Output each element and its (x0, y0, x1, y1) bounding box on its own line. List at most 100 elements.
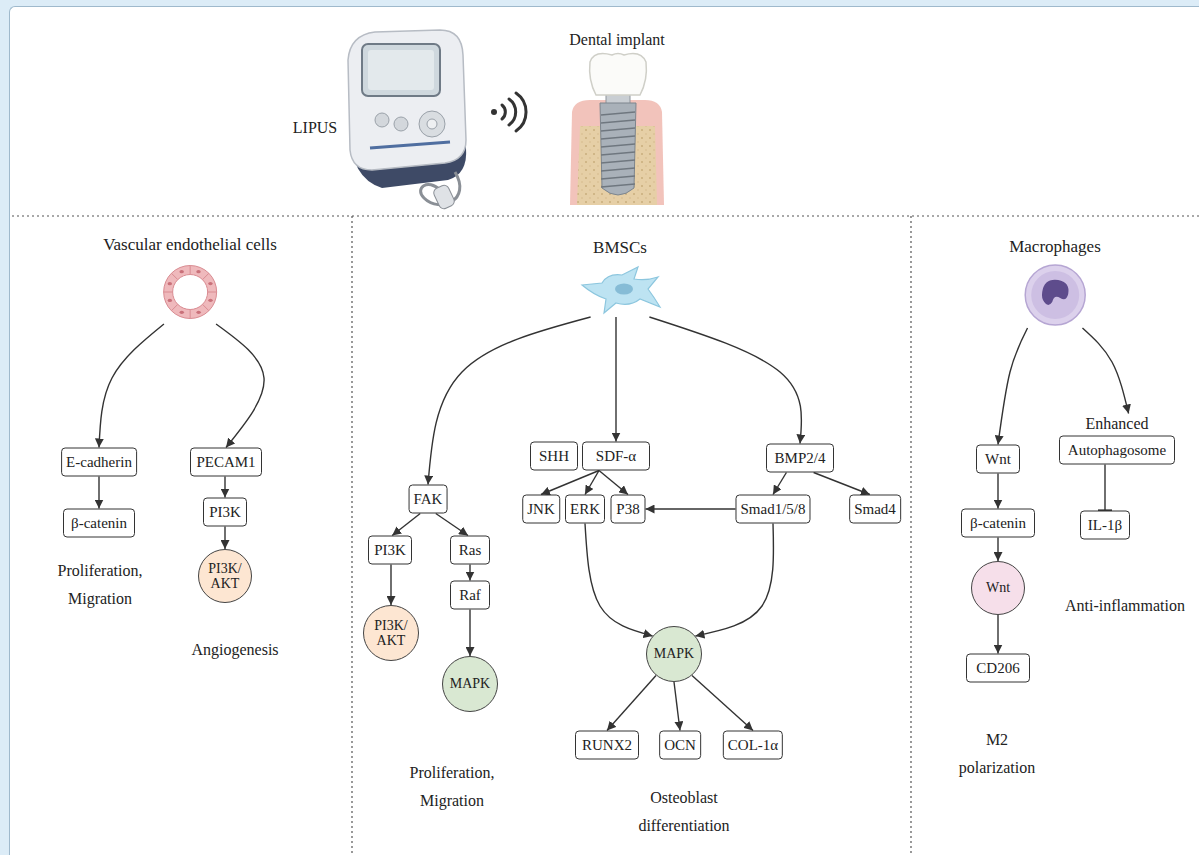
node-text: PECAM1 (195, 453, 257, 472)
arrow-connector (674, 682, 680, 731)
arrow-connector (997, 538, 998, 562)
process-box: FAK (409, 485, 448, 514)
arrow-connector (814, 473, 870, 495)
node-text: ERK (570, 500, 600, 519)
annotation-label: M2 polarization (951, 726, 1043, 782)
node-text: CD206 (971, 659, 1025, 678)
process-box: β-catenin (961, 509, 1035, 538)
arrow-connector (1082, 328, 1128, 414)
node-text: JNK (527, 500, 555, 519)
annotation-label: Proliferation, Migration (396, 759, 508, 815)
process-box: β-catenin (63, 509, 135, 538)
node-text: β-catenin (68, 514, 130, 533)
annotation-label: LIPUS (293, 114, 337, 142)
arrow-connector (607, 675, 656, 730)
node-text: PI3K/AKT (205, 561, 245, 592)
process-box: Smad1/5/8 (735, 495, 810, 524)
node-text: BMP2/4 (771, 449, 829, 468)
node-text: SDF-α (587, 447, 645, 466)
annotation-label: Angiogenesis (191, 636, 278, 664)
process-box: Ras (450, 536, 490, 565)
node-text: Smad4 (854, 500, 896, 519)
arrow-connector (98, 477, 99, 509)
node-text: PI3K (208, 503, 242, 522)
arrow-connector (469, 610, 470, 657)
node-text: Wnt (986, 580, 1010, 595)
annotation-label: Osteoblast differentiation (628, 784, 740, 840)
node-text: RUNX2 (580, 736, 634, 755)
process-box: PI3K (203, 498, 247, 527)
process-box: IL-1β (1080, 511, 1130, 540)
cell-illustration (578, 263, 662, 317)
screw-thread (601, 184, 635, 187)
arrow-connector (428, 317, 591, 485)
process-box: E-cadherin (61, 448, 137, 477)
node-text: COL-1α (728, 736, 778, 755)
node-text: Enhanced (1059, 414, 1175, 436)
screw-thread (601, 144, 635, 147)
process-box: JNK (522, 495, 560, 524)
node-text: P38 (616, 500, 641, 519)
arrow-connector (585, 524, 653, 637)
process-box: PECAM1 (190, 448, 262, 477)
cell-type-icon: Macrophages (1009, 236, 1101, 328)
node-text: Autophagosome (1059, 436, 1175, 465)
arrow-connector (997, 615, 998, 654)
node-text: Ras (455, 541, 485, 560)
process-box: EnhancedAutophagosome (1059, 414, 1175, 465)
ultrasound-wave-symbol (491, 93, 526, 131)
node-text: FAK (414, 490, 443, 509)
cell-type-icon: Vascular endothelial cells (103, 234, 277, 324)
screw-thread (601, 160, 635, 163)
arrow-connector (216, 324, 264, 448)
screw-thread (601, 136, 635, 139)
arrow-connector (585, 471, 599, 495)
node-text: MAPK (654, 646, 694, 661)
cell-illustration (158, 260, 222, 324)
separator-lines (12, 216, 1199, 855)
arrow-connector (541, 471, 599, 495)
arrow-connector (390, 565, 391, 606)
process-box: Wnt (976, 445, 1020, 474)
process-box: CD206 (966, 654, 1030, 683)
arrow-connector (224, 527, 225, 550)
node-text: BMSCs (578, 237, 662, 259)
process-box: Smad4 (849, 495, 901, 524)
process-box: SDF-α (582, 442, 650, 471)
arrow-connector (997, 474, 998, 509)
screw-thread (601, 120, 635, 123)
screw-thread (601, 128, 635, 131)
process-box: RUNX2 (575, 731, 639, 760)
arrow-connector (99, 324, 164, 448)
arrow-connector (1104, 465, 1105, 511)
arrow-connector (392, 514, 420, 536)
node-text: PI3K (373, 541, 407, 560)
screw-thread (601, 112, 635, 115)
node-text: β-catenin (966, 514, 1030, 533)
node-text: PI3K/AKT (371, 618, 411, 649)
arrow-connector (599, 471, 628, 495)
cell-illustration (1022, 262, 1088, 328)
annotation-label: Proliferation, Migration (44, 557, 156, 613)
process-box: Raf (450, 581, 490, 610)
arrow-connector (998, 328, 1028, 445)
pathway-circle: PI3K/AKT (198, 549, 252, 603)
process-box: P38 (611, 495, 646, 524)
lipus-device (348, 30, 466, 210)
annotation-label: Anti-inflammation (1065, 592, 1185, 620)
node-text: Wnt (981, 450, 1015, 469)
dental-implant (570, 54, 664, 206)
annotation-label: Dental implant (569, 26, 665, 54)
node-text: OCN (664, 736, 696, 755)
arrow-connector (649, 317, 801, 444)
arrow-connector (695, 524, 773, 637)
process-box: SHH (530, 442, 578, 471)
cell-type-icon: BMSCs (578, 237, 662, 317)
process-box: BMP2/4 (766, 444, 834, 473)
arrow-connector (773, 473, 786, 495)
pathway-circle: Wnt (971, 561, 1025, 615)
arrow-connector (224, 477, 225, 498)
